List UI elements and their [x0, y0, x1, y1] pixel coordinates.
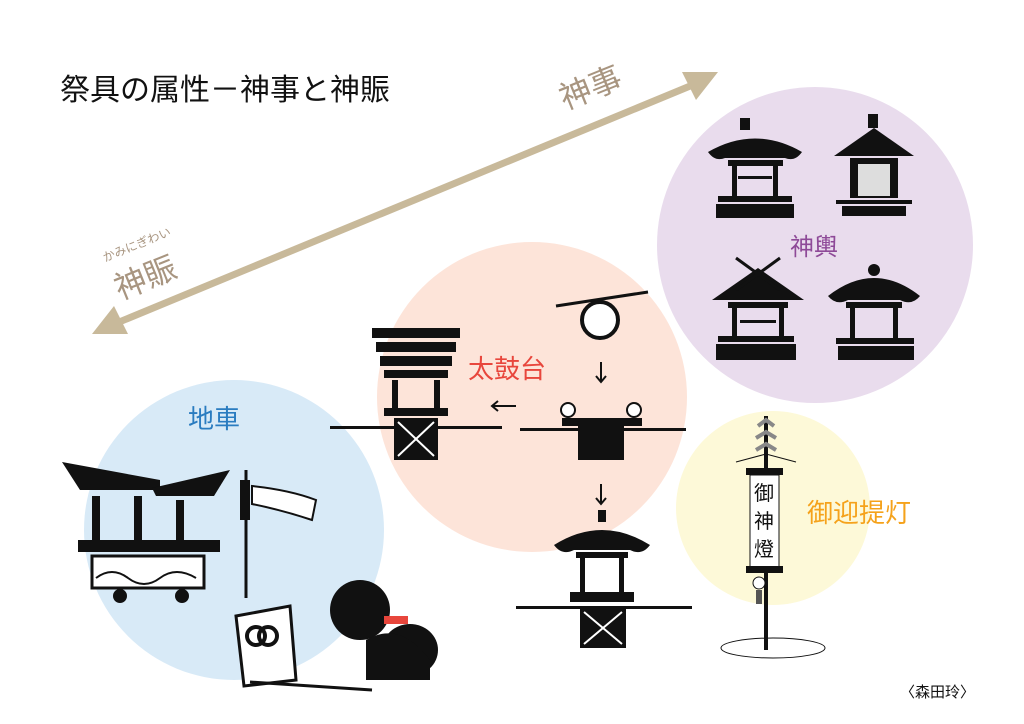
mikoshi-illustration-2 — [834, 114, 914, 216]
danjiri-circle — [84, 380, 384, 680]
label-mikoshi: 神輿 — [790, 233, 838, 261]
credit: 〈森田玲〉 — [900, 683, 975, 701]
taikodai-circle — [377, 242, 687, 552]
arrow-down-icon — [595, 362, 607, 384]
arrowhead-bottom — [92, 306, 128, 334]
label-danjiri: 地車 — [188, 405, 240, 435]
taikodai-illustration-base — [520, 402, 686, 460]
arrow-left-icon — [490, 400, 516, 412]
lantern-char-2: 神 — [754, 509, 774, 533]
label-chochin: 御迎提灯 — [807, 499, 911, 529]
taiko-drum-illustration — [555, 290, 649, 340]
mikoshi-illustration-1 — [708, 118, 802, 218]
taikodai-illustration-roofed — [516, 510, 692, 648]
lantern-char-3: 燈 — [754, 537, 774, 561]
performers-illustration — [330, 580, 438, 680]
page-title: 祭具の属性－神事と神賑 — [60, 73, 390, 108]
mikoshi-illustration-3 — [712, 256, 804, 360]
arrowhead-top — [682, 72, 718, 100]
label-taikodai: 太鼓台 — [468, 355, 546, 385]
axis-arrow — [92, 72, 718, 334]
lantern-box-illustration — [234, 604, 373, 692]
banner-flag-illustration — [240, 470, 318, 598]
mikoshi-illustration-4 — [828, 264, 920, 360]
axis-label-shinji: 神事 — [554, 58, 628, 117]
taikodai-illustration-full — [330, 328, 502, 460]
chochin-lantern-illustration — [720, 416, 826, 659]
danjiri-cart-illustration — [62, 462, 230, 603]
arrow-down-icon-2 — [595, 484, 607, 506]
lantern-char-1: 御 — [754, 481, 774, 505]
